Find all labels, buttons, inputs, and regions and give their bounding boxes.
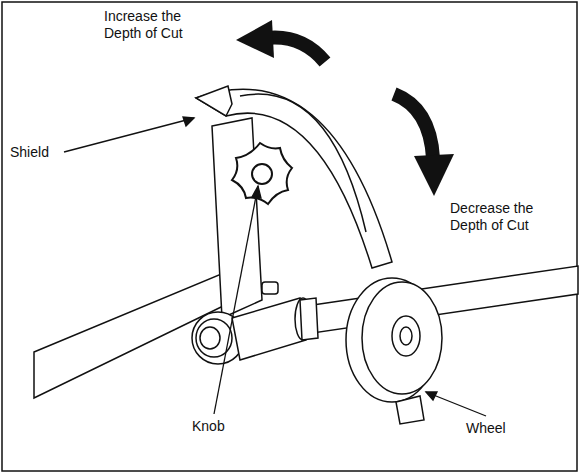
blade xyxy=(34,262,252,398)
spindle xyxy=(232,282,311,360)
knob xyxy=(232,143,292,204)
arrow-label: Decrease the Depth of Cut xyxy=(450,200,560,234)
part-label: Shield xyxy=(10,144,70,161)
arrow-label: Increase the Depth of Cut xyxy=(104,8,208,42)
part-label: Wheel xyxy=(466,420,526,437)
leader-lines xyxy=(64,117,486,416)
wheel xyxy=(346,278,442,424)
part-label: Knob xyxy=(192,418,252,435)
